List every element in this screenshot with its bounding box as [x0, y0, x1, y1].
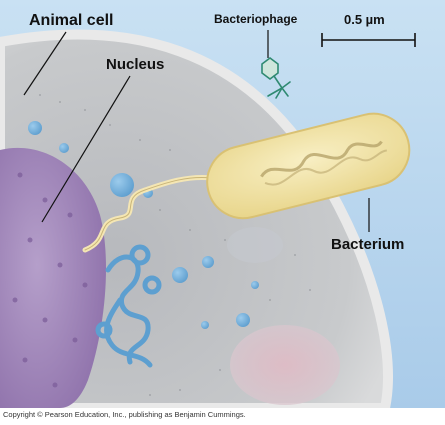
bacterial-dna: [260, 140, 383, 178]
phage-tail: [273, 75, 283, 89]
scale-bar: [321, 33, 416, 47]
ribosomes: [39, 94, 311, 396]
label-bacterium: Bacterium: [331, 236, 405, 253]
phage-leg: [281, 87, 289, 97]
leader-lines: [23, 30, 370, 232]
label-nucleus: Nucleus: [106, 56, 165, 73]
label-scale-bar: 0.5 µm: [344, 12, 385, 27]
label-bacteriophage: Bacteriophage: [214, 12, 298, 26]
bacteriophage: [261, 57, 291, 99]
cell-illustration: [0, 0, 445, 408]
phage-leg: [275, 87, 283, 99]
phage-leg: [281, 81, 291, 89]
animal-cell-leader: [23, 31, 67, 96]
nuclear-pores: [12, 172, 88, 388]
flagellum-outline: [84, 176, 213, 251]
organelle: [227, 227, 283, 263]
nucleus-leader: [41, 75, 131, 223]
mitochondrion: [230, 325, 340, 405]
bacterium: [206, 112, 411, 220]
phage-leg: [267, 87, 283, 97]
endoplasmic-reticulum: [95, 244, 162, 368]
vesicles: [28, 121, 259, 329]
bacterial-dna-strand: [264, 149, 388, 186]
bacterium-body: [206, 112, 411, 220]
phage-head: [261, 57, 279, 80]
copyright-notice: Copyright © Pearson Education, Inc., pub…: [3, 410, 246, 419]
label-animal-cell: Animal cell: [29, 12, 114, 29]
nucleus: [0, 147, 107, 408]
